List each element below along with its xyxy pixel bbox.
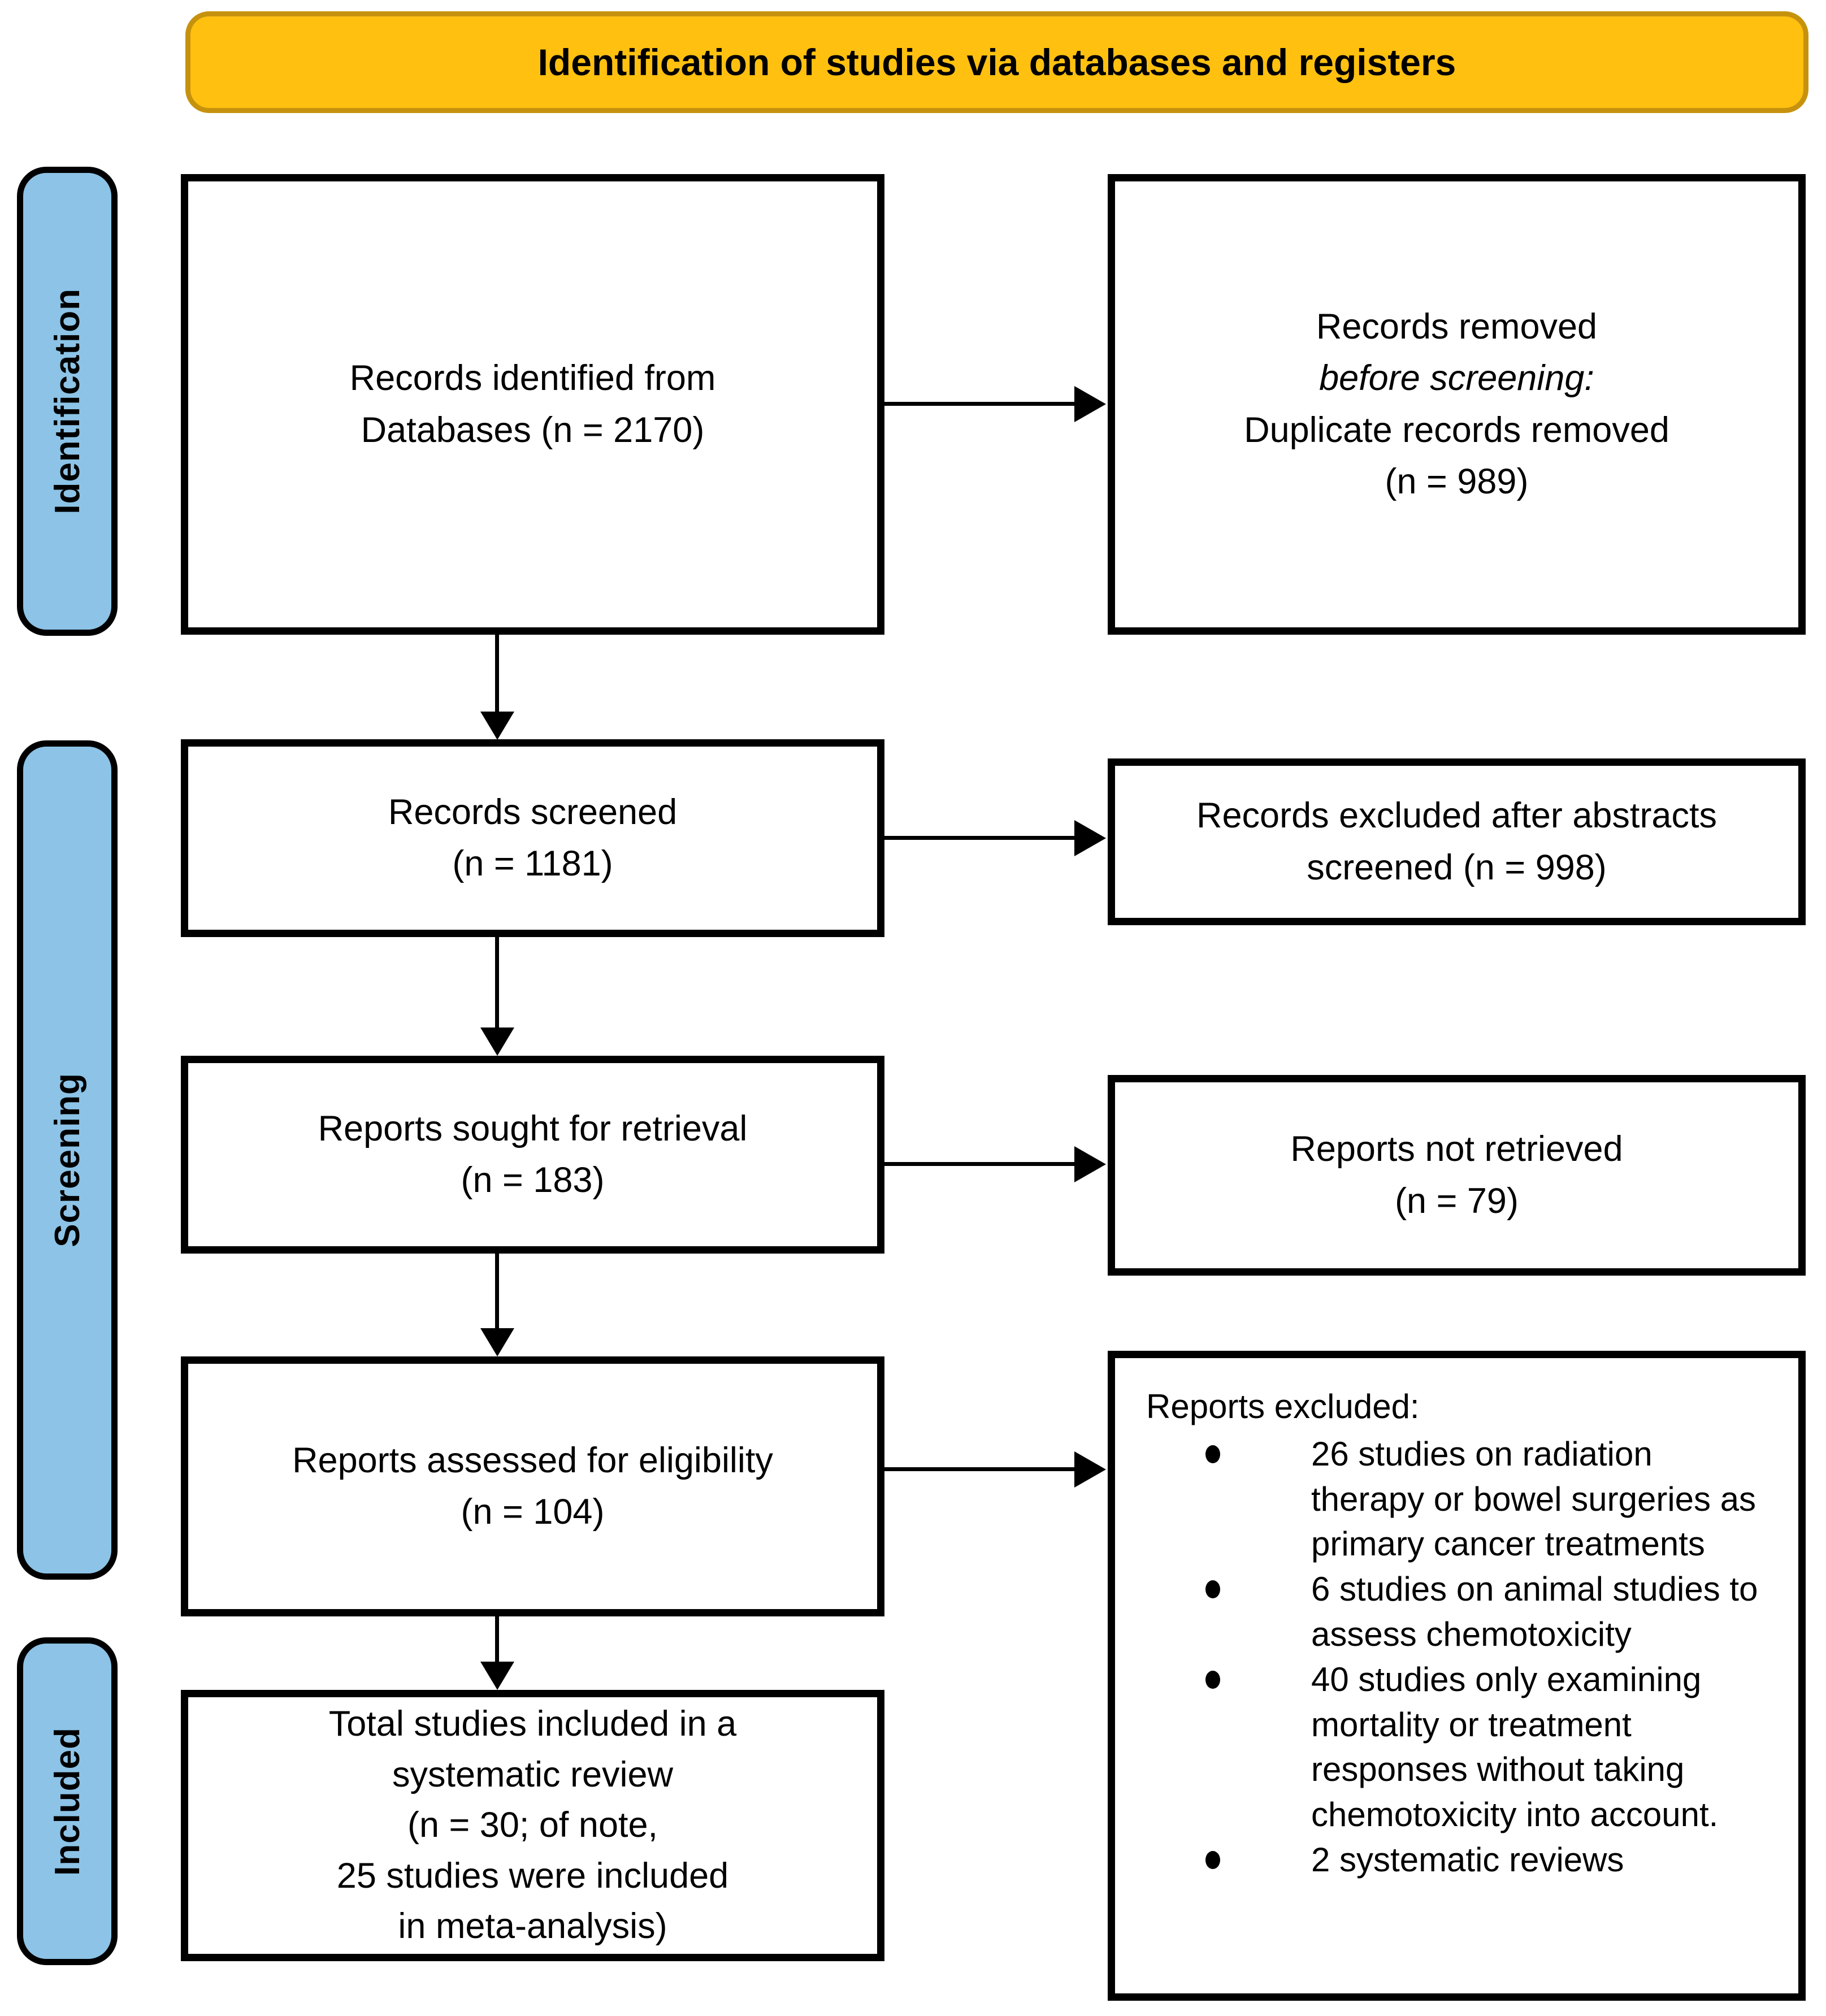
stage-identification-label: Identification [47, 288, 87, 514]
reports-excluded-heading: Reports excluded: [1146, 1388, 1420, 1425]
arrow-assessed-to-total-included [495, 1616, 499, 1662]
box-records-removed-line-italic: before screening: [1319, 358, 1594, 398]
stage-included: Included [17, 1637, 118, 1965]
reports-excluded-item: 40 studies only examining mortality or t… [1146, 1657, 1770, 1837]
reports-excluded-item-text: 40 studies only examining mortality or t… [1311, 1660, 1719, 1834]
box-total-included-line: 25 studies were included [336, 1855, 729, 1896]
reports-excluded-item-text: 26 studies on radiation therapy or bowel… [1311, 1434, 1756, 1563]
box-total-included: Total studies included in a systematic r… [181, 1690, 884, 1961]
box-reports-sought: Reports sought for retrieval (n = 183) [181, 1056, 884, 1254]
box-records-excluded: Records excluded after abstracts screene… [1108, 758, 1806, 925]
box-reports-not-retrieved: Reports not retrieved (n = 79) [1108, 1075, 1806, 1276]
box-reports-not-retrieved-line: (n = 79) [1395, 1181, 1519, 1221]
arrow-assessed-to-reports-excluded [884, 1467, 1074, 1471]
box-records-identified-line: Records identified from [349, 358, 716, 398]
box-total-included-line: in meta-analysis) [398, 1906, 667, 1946]
reports-excluded-list: 26 studies on radiation therapy or bowel… [1146, 1432, 1770, 1883]
reports-excluded-item: 6 studies on animal studies to assess ch… [1146, 1567, 1770, 1657]
box-records-removed-line: (n = 989) [1385, 461, 1529, 501]
arrow-screened-to-sought [495, 937, 499, 1027]
box-reports-excluded: Reports excluded: 26 studies on radiatio… [1108, 1351, 1806, 2001]
reports-excluded-item-text: 2 systematic reviews [1311, 1840, 1624, 1879]
stage-screening: Screening [17, 740, 118, 1580]
box-records-screened: Records screened (n = 1181) [181, 739, 884, 937]
box-reports-assessed-line: Reports assessed for eligibility [292, 1440, 773, 1480]
reports-excluded-item: 26 studies on radiation therapy or bowel… [1146, 1432, 1770, 1567]
box-records-removed: Records removed before screening: Duplic… [1108, 174, 1806, 635]
stage-included-label: Included [47, 1727, 87, 1876]
stage-screening-label: Screening [47, 1073, 87, 1247]
box-records-screened-line: Records screened [388, 792, 678, 832]
box-records-screened-line: (n = 1181) [452, 844, 613, 883]
box-total-included-line: (n = 30; of note, [407, 1805, 658, 1845]
box-records-removed-line: Duplicate records removed [1244, 410, 1669, 450]
box-records-identified: Records identified from Databases (n = 2… [181, 174, 884, 635]
title-banner: Identification of studies via databases … [185, 11, 1808, 113]
arrow-screened-to-excluded [884, 836, 1074, 840]
reports-excluded-item-text: 6 studies on animal studies to assess ch… [1311, 1570, 1758, 1653]
box-records-excluded-line: screened (n = 998) [1307, 847, 1607, 887]
arrow-identified-to-screened [495, 635, 499, 712]
box-records-identified-line: Databases (n = 2170) [361, 410, 705, 450]
arrow-sought-to-assessed [495, 1254, 499, 1328]
arrow-identified-to-removed [884, 402, 1074, 406]
title-banner-label: Identification of studies via databases … [537, 41, 1456, 83]
box-reports-assessed-line: (n = 104) [461, 1492, 605, 1532]
box-reports-assessed: Reports assessed for eligibility (n = 10… [181, 1356, 884, 1616]
arrow-sought-to-not-retrieved [884, 1162, 1074, 1166]
box-reports-sought-line: Reports sought for retrieval [318, 1108, 748, 1148]
box-records-removed-line: Records removed [1316, 306, 1598, 346]
stage-identification: Identification [17, 167, 118, 636]
box-total-included-line: systematic review [392, 1754, 674, 1794]
reports-excluded-item: 2 systematic reviews [1146, 1837, 1770, 1883]
box-reports-sought-line: (n = 183) [461, 1160, 605, 1200]
box-reports-not-retrieved-line: Reports not retrieved [1290, 1129, 1623, 1169]
box-total-included-line: Total studies included in a [328, 1704, 737, 1744]
box-records-excluded-line: Records excluded after abstracts [1196, 796, 1717, 836]
